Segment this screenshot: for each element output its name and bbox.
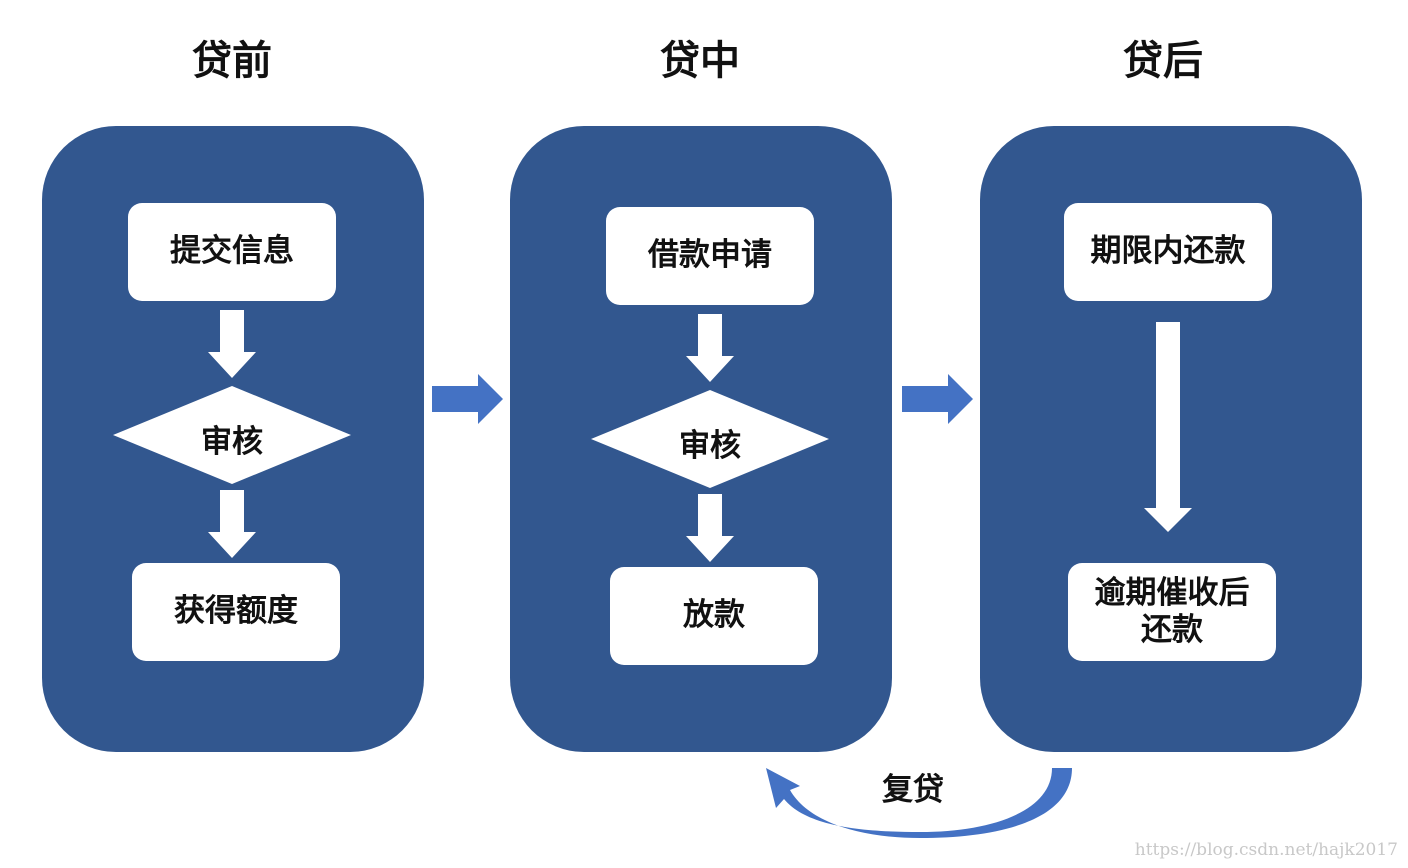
stage-title-pre: 贷前 [192,38,272,84]
down-arrow [208,310,256,378]
watermark: https://blog.csdn.net/hajk2017 [1134,840,1398,860]
connector-arrow [902,374,973,424]
connector-arrow [432,374,503,424]
step-disburse: 放款 [610,567,818,665]
step-repay-after-collection: 逾期催收后 还款 [1068,563,1276,661]
step-submit-info: 提交信息 [128,203,336,301]
step-repay-on-time: 期限内还款 [1064,203,1272,301]
step-review-pre: 审核 [201,424,263,460]
decision-diamond [113,386,351,484]
step-loan-apply: 借款申请 [606,207,814,305]
decision-diamond [591,390,829,488]
step-review-mid: 审核 [679,428,741,464]
down-arrow [208,490,256,558]
down-arrow-long [1144,322,1192,532]
down-arrow [686,314,734,382]
down-arrow [686,494,734,562]
step-get-credit: 获得额度 [132,563,340,661]
loop-label: 复贷 [882,772,944,808]
stage-title-post: 贷后 [1123,38,1203,84]
stage-title-mid: 贷中 [660,38,740,84]
